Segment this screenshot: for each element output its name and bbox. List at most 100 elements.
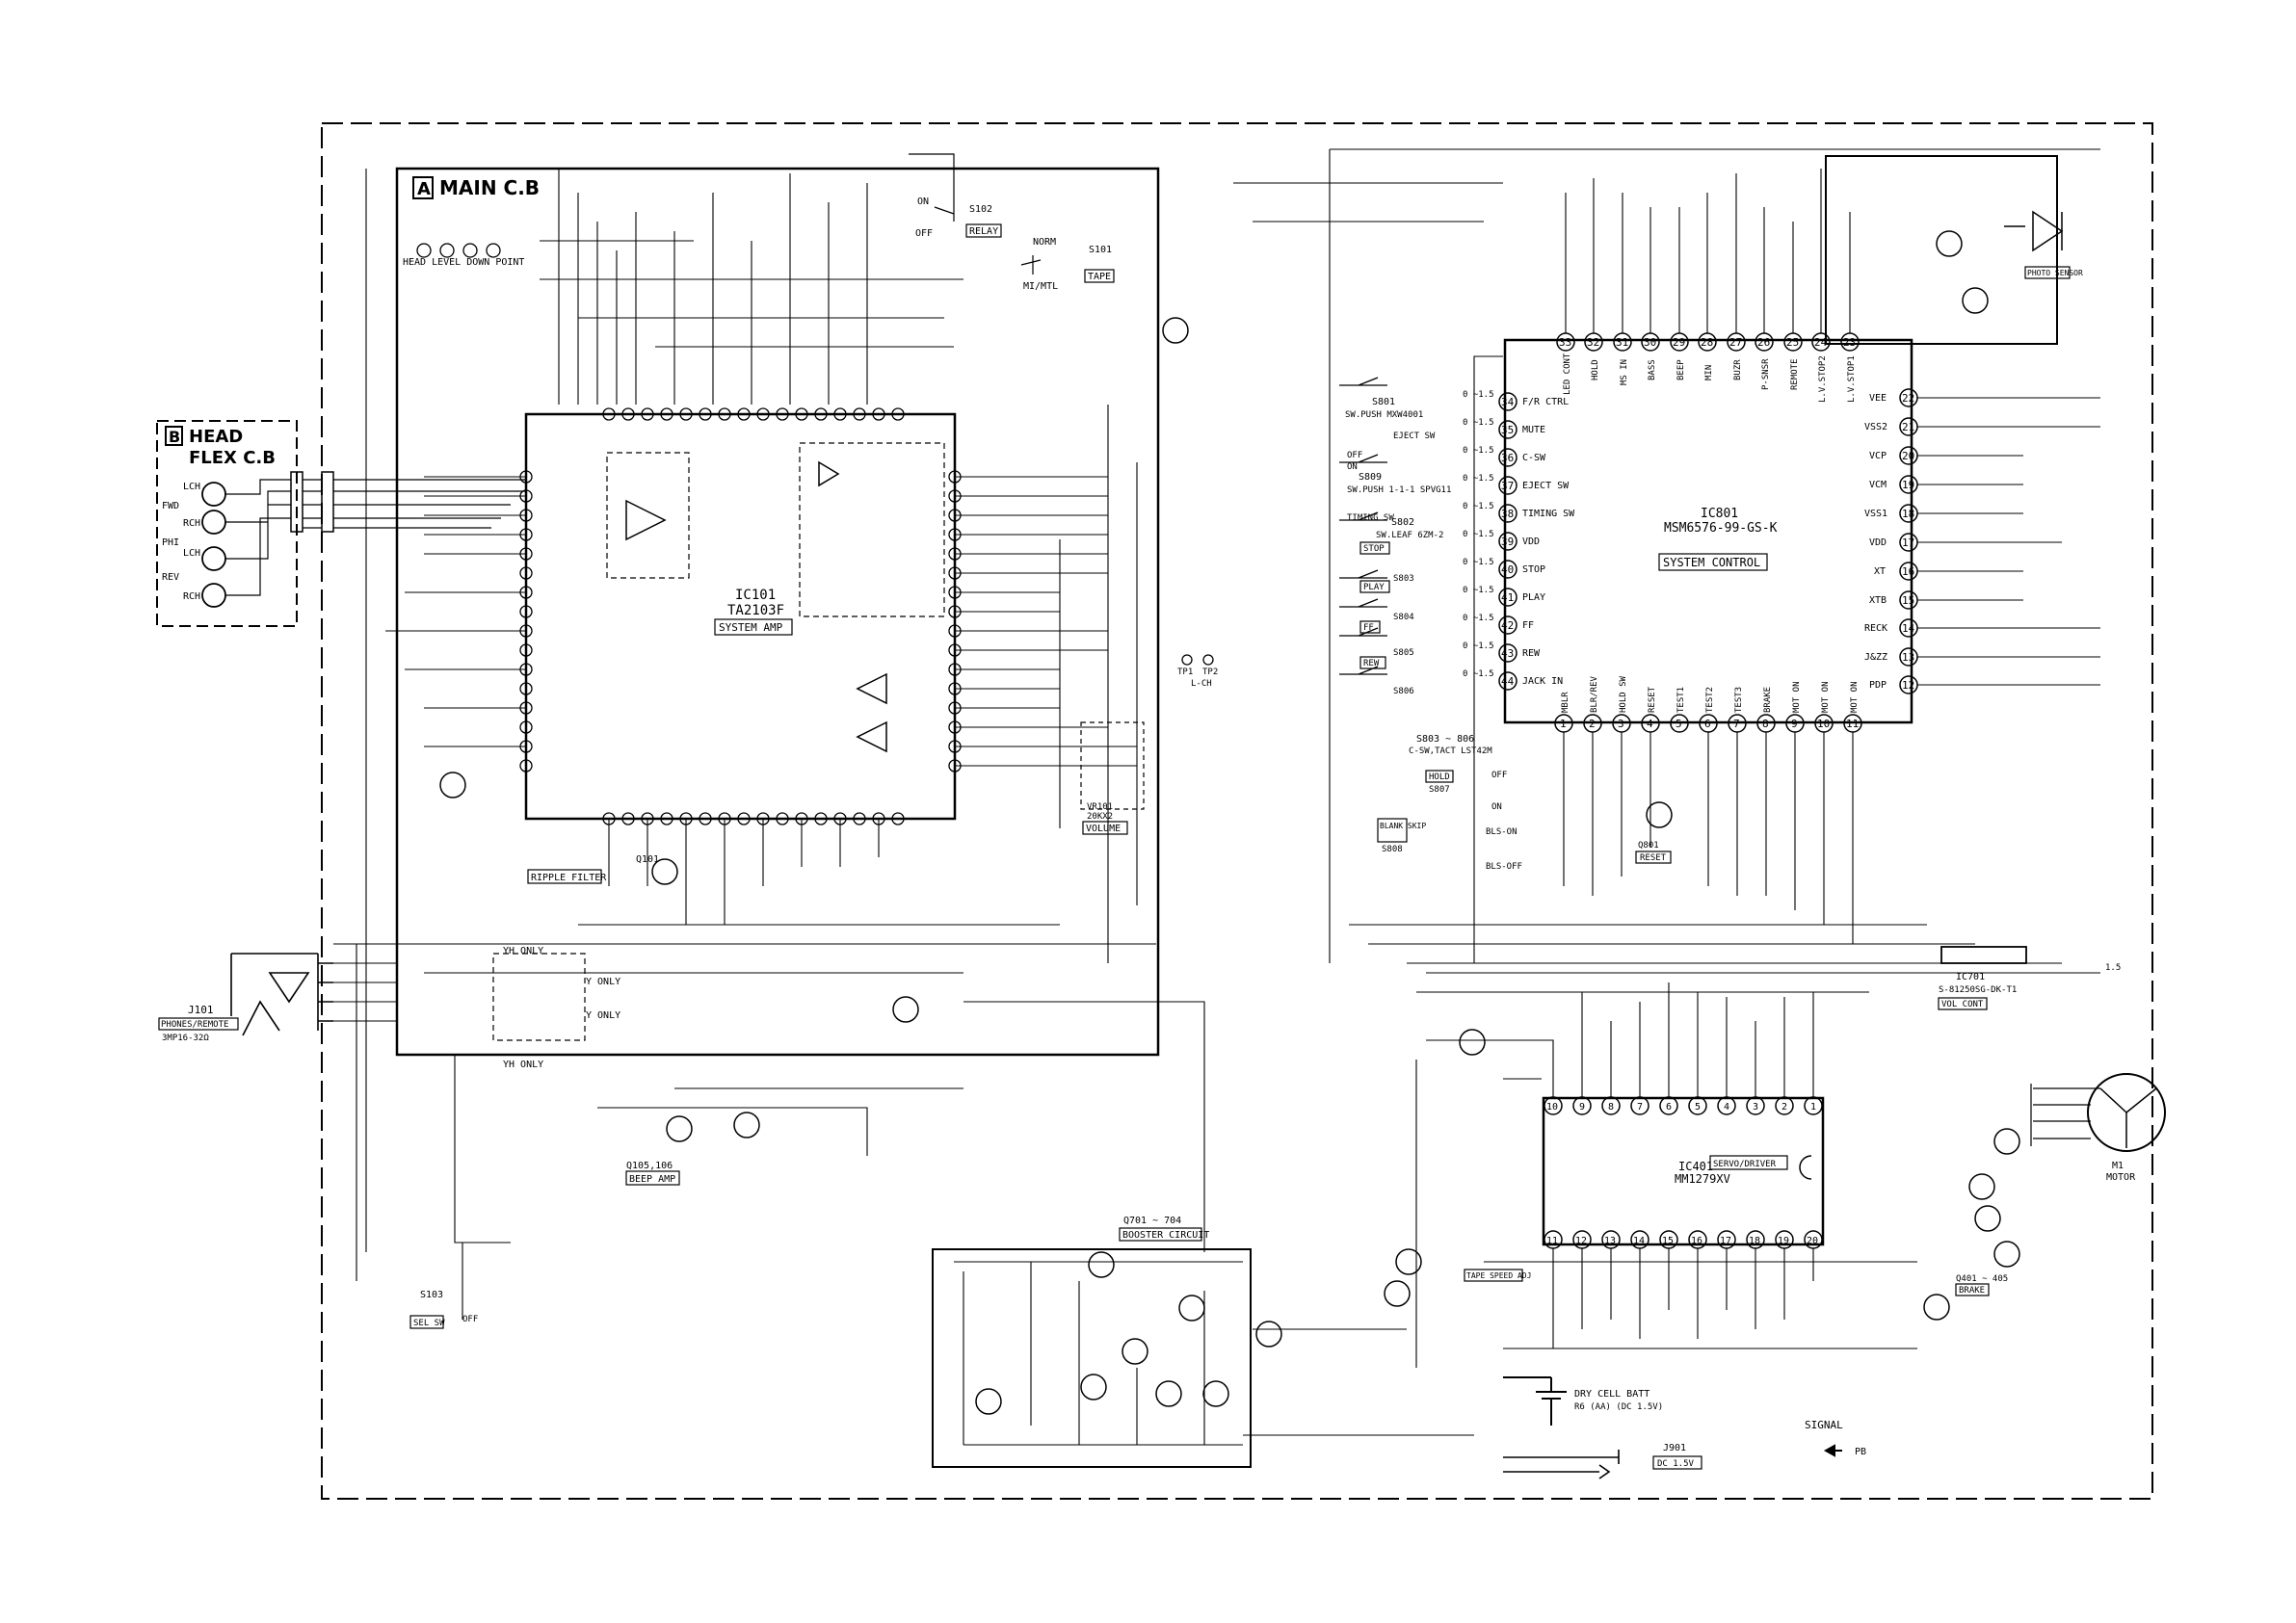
j101-box — [158, 1017, 239, 1031]
relay-switch-wiring — [909, 153, 1042, 275]
ic101-amp-1 — [625, 499, 667, 541]
ic801-pin31-name: MS IN — [1620, 359, 1629, 385]
ic401-pin16: 16 — [1691, 1236, 1702, 1246]
ff-label: FF — [1363, 623, 1374, 633]
ic801-pin29-name: BEEP — [1676, 359, 1686, 380]
ic801-pin29-n: 29 — [1673, 336, 1685, 349]
ic801-part: MSM6576-99-GS-K — [1664, 521, 1778, 536]
j101-jack — [230, 953, 333, 1036]
tp2-point[interactable] — [1202, 654, 1214, 666]
motor-drive-transistors — [1923, 1128, 2020, 1321]
ic801-pin10-n: 10 — [1817, 718, 1830, 730]
photo-sensor-frame — [1825, 155, 2058, 345]
motor-ref: M1 — [2112, 1161, 2124, 1171]
main-board-letter: A — [417, 179, 431, 199]
ic801-pin15-n: 15 — [1902, 594, 1914, 607]
ic801-pin3-name: HOLD SW — [1619, 675, 1628, 713]
ic801-pin5-n: 5 — [1676, 718, 1682, 730]
ic801-pin14-name: RECK — [1864, 623, 1887, 634]
booster-box — [1119, 1227, 1202, 1242]
s101-label: TAPE — [1088, 272, 1111, 282]
booster-label: BOOSTER CIRCUIT — [1122, 1230, 1209, 1241]
ic801-top-pin-names: LED CONT HOLD MS IN BASS BEEP MIN BUZR P… — [1563, 353, 1857, 403]
legend-pb: PB — [1855, 1447, 1866, 1457]
s802-part: SW.LEAF 6ZM-2 — [1376, 531, 1443, 540]
volume-box — [1082, 821, 1128, 835]
ic801-pin44-level: 0 ~1.5 — [1463, 669, 1494, 679]
hold-box — [1425, 770, 1454, 783]
ic801-pin28-name: MIN — [1704, 365, 1714, 380]
s803-ref: S803 — [1393, 574, 1414, 584]
ic801-pin40-level: 0 ~1.5 — [1463, 558, 1494, 567]
ic101-label: SYSTEM AMP — [719, 621, 783, 634]
ic101-body — [524, 412, 957, 821]
ic801-pin41-n: 41 — [1501, 591, 1514, 604]
photo-sensor-box — [2024, 266, 2071, 279]
play-label: PLAY — [1363, 583, 1385, 592]
q401-405-label: Q401 ~ 405 — [1956, 1274, 2008, 1284]
ic801-pin23-name: L.V.STOP1 — [1847, 355, 1857, 403]
ic401-pin14: 14 — [1633, 1236, 1645, 1246]
ic801-pin1-n: 1 — [1560, 718, 1567, 730]
ic401-pin5: 5 — [1695, 1102, 1701, 1113]
ic801-ref: IC801 — [1701, 507, 1738, 521]
ic401-part: MM1279XV — [1675, 1172, 1730, 1186]
s807-ref: S807 — [1429, 785, 1450, 795]
s102-off: OFF — [915, 228, 933, 239]
ic801-pin8-n: 8 — [1762, 718, 1769, 730]
head-group-fwd: FWD — [162, 501, 179, 511]
photo-transistor-1 — [1936, 230, 1963, 257]
ic801-pin37-name: EJECT SW — [1522, 481, 1570, 491]
tp1-point[interactable] — [1181, 654, 1193, 666]
ic801-pin30-n: 30 — [1644, 336, 1656, 349]
ic801-pin6-name: TEST2 — [1705, 687, 1715, 713]
head-pin-2: RCH — [183, 518, 200, 529]
photo-sensor-label: PHOTO SENSOR — [2027, 269, 2083, 277]
ic401-ref: IC401 — [1678, 1160, 1713, 1173]
ic101-amp-4 — [818, 460, 840, 487]
ic801-pin27-n: 27 — [1729, 336, 1742, 349]
q105-106-label: Q105,106 — [626, 1161, 673, 1171]
play-box — [1359, 580, 1390, 593]
ic801-pin35-name: MUTE — [1522, 425, 1545, 435]
ic801-pin26-n: 26 — [1757, 336, 1770, 349]
j901-label: DC 1.5V — [1657, 1459, 1695, 1469]
ic801-pin11-name: MOT ON — [1850, 681, 1860, 713]
ic801-pin19-name: VCM — [1869, 480, 1887, 490]
battery-spec: R6 (AA) (DC 1.5V) — [1574, 1402, 1663, 1412]
tp1-label: TP1 — [1177, 668, 1193, 677]
yh-only-box — [492, 953, 586, 1041]
ic801-pin22-n: 22 — [1902, 392, 1914, 405]
ic801-pin42-name: FF — [1522, 620, 1534, 631]
ic801-pin44-name: JACK IN — [1522, 676, 1563, 687]
s102-ref: S102 — [969, 204, 992, 215]
bls-on: BLS-ON — [1486, 827, 1517, 837]
ic801-pin32-n: 32 — [1587, 336, 1599, 349]
yh-only-bottom: YH ONLY — [503, 1060, 543, 1070]
head-pin-3: LCH — [183, 548, 200, 559]
ic801-pin35-level: 0 ~1.5 — [1463, 418, 1494, 428]
ic401-notch — [1799, 1155, 1812, 1180]
tp2-label: TP2 — [1202, 668, 1218, 677]
ic801-pin36-n: 36 — [1501, 452, 1514, 464]
ic401-label: SERVO/DRIVER — [1713, 1160, 1777, 1169]
hold-label: HOLD — [1429, 772, 1450, 782]
ic801-pin25-name: REMOTE — [1790, 358, 1800, 390]
s809-on: ON — [1347, 462, 1358, 472]
ic801-pin3-n: 3 — [1618, 718, 1624, 730]
ic801-pin15-name: XTB — [1869, 595, 1887, 606]
ic401-pin6: 6 — [1666, 1102, 1672, 1113]
q701-704-label: Q701 ~ 704 — [1123, 1216, 1181, 1226]
head-board-letter: B — [169, 428, 180, 446]
ic801-wiring — [1233, 148, 2100, 974]
q801-transistor — [1646, 801, 1673, 828]
volume-dashed — [1080, 721, 1145, 810]
ic801-pin8-name: BRAKE — [1763, 687, 1773, 713]
s807-on: ON — [1491, 802, 1502, 812]
ic801-pin4-name: RESET — [1648, 686, 1657, 713]
ic401-pin12: 12 — [1575, 1236, 1587, 1246]
brake-box — [1955, 1283, 1990, 1296]
head-level-note: HEAD LEVEL DOWN POINT — [403, 257, 524, 268]
ic401-pin7: 7 — [1637, 1102, 1643, 1113]
head-pin-4: RCH — [183, 591, 200, 602]
